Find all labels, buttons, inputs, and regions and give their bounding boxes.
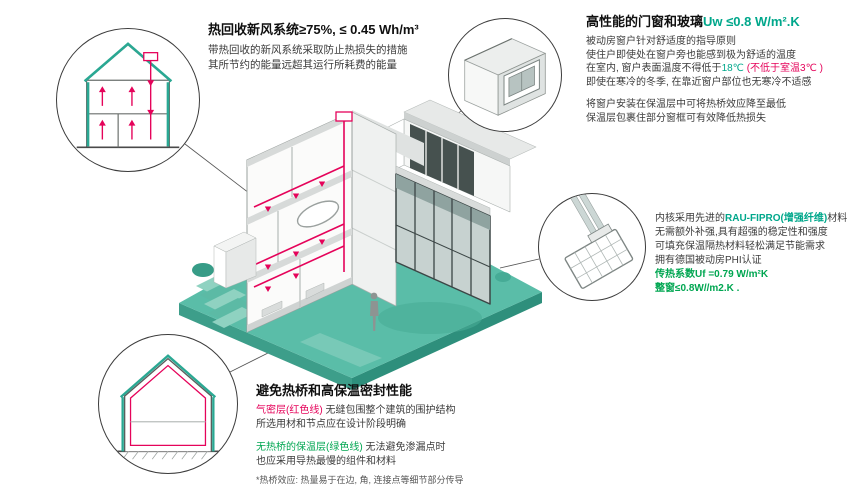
windows-body-line: 使住户即使处在窗户旁也能感到极为舒适的温度 xyxy=(586,49,796,61)
insulation-layer xyxy=(119,354,217,398)
thermal-footnote: *热桥效应: 热量易于在边, 角, 连接点等细节部分传导 xyxy=(256,475,464,486)
temperature-warning: (不低于室温3℃ ) xyxy=(743,63,823,75)
profile-body-line: 无需额外补强,具有超强的稳定性和强度 xyxy=(655,227,828,238)
profile-body-line: 可填充保温隔热材料轻松满足节能需求 xyxy=(655,241,825,252)
window-profile-detail-circle xyxy=(538,193,646,301)
bush-icon xyxy=(495,272,511,282)
ventilation-detail-circle xyxy=(56,28,200,172)
airtight-layer-label: 气密层(红色线) xyxy=(256,405,323,417)
ventilation-text: 热回收新风系统≥75%, ≤ 0.45 Wh/m³ 带热回收的新风系统采取防止热… xyxy=(208,22,568,73)
profile-body-line: 内核采用先进的RAU-FIPRO(增强纤维)材料 xyxy=(655,213,848,224)
material-brand: RAU-FIPRO(增强纤维) xyxy=(725,213,828,224)
profile-text: 内核采用先进的RAU-FIPRO(增强纤维)材料 无需额外补强,具有超强的稳定性… xyxy=(655,212,865,296)
ventilation-heading: 热回收新风系统≥75%, ≤ 0.45 Wh/m³ xyxy=(208,22,419,37)
terrace-shadow xyxy=(378,302,482,334)
foundation-hatch xyxy=(122,451,208,460)
ventilation-house-icon xyxy=(76,42,180,149)
windows-body-line: 被动房窗户针对舒适度的指导原则 xyxy=(586,36,736,48)
ventilation-ducts xyxy=(253,111,353,288)
windows-heading-value: Uw ≤0.8 W/m².K xyxy=(703,14,800,29)
ventilation-body-line: 其所节约的能量远超其运行所耗费的能量 xyxy=(208,58,397,71)
thermal-body-line: 所选用材和节点应在设计阶段明确 xyxy=(256,419,406,431)
thermal-heading: 避免热桥和高保温密封性能 xyxy=(256,383,413,398)
duct-arrows xyxy=(264,181,326,292)
airtight-layer xyxy=(129,364,207,447)
window-profile-icon xyxy=(556,194,634,289)
windows-body-line: 即使在寒冷的冬季, 在靠近窗户部位也无寒冷不适感 xyxy=(586,76,812,88)
thermal-bridge-detail-circle xyxy=(98,334,238,474)
windows-body-line: 保温层包裹住部分窗框可有效降低热损失 xyxy=(586,112,766,124)
uf-value-line: 传热系数Uf =0.79 W/m²K xyxy=(655,269,769,280)
ventilation-body-line: 带热回收的新风系统采取防止热损失的措施 xyxy=(208,44,408,57)
bathtub-icon xyxy=(296,200,340,228)
profile-body-line: 拥有德国被动房PHI认证 xyxy=(655,255,762,266)
person-figure xyxy=(370,292,379,331)
window-corner-icon xyxy=(463,38,547,116)
insulation-layer xyxy=(83,42,173,147)
furniture xyxy=(305,282,325,300)
insulation-layer-label: 无热桥的保温层(绿色线) xyxy=(256,442,363,454)
bush-icon xyxy=(192,263,214,277)
house-body xyxy=(351,99,537,307)
glass-facade xyxy=(395,165,491,305)
temperature-value: 18℃ xyxy=(721,63,744,75)
thermal-body-line: 也应采用导热最慢的组件和材料 xyxy=(256,456,396,468)
windows-body-line: 在室内, 窗户表面温度不得低于18℃ (不低于室温3℃ ) xyxy=(586,63,823,75)
thermal-text: 避免热桥和高保温密封性能 气密层(红色线) 无缝包围整个建筑的围护结构 所选用材… xyxy=(256,383,616,487)
thermal-body-line: 气密层(红色线) 无缝包围整个建筑的围护结构 xyxy=(256,405,456,417)
windows-heading-main: 高性能的门窗和玻璃 xyxy=(586,14,704,29)
windows-body-line: 将窗户安装在保温层中可将热桥效应降至最低 xyxy=(586,99,786,111)
furniture xyxy=(261,300,283,318)
garden-structure xyxy=(213,231,257,289)
airflow-arrows xyxy=(101,52,159,140)
windows-text: 高性能的门窗和玻璃Uw ≤0.8 W/m².K 被动房窗户针对舒适度的指导原则 … xyxy=(586,14,862,125)
thermal-house-icon xyxy=(112,354,224,460)
walkway xyxy=(300,333,382,367)
window-corner-detail-circle xyxy=(448,18,562,132)
uw-value-line: 整窗≤0.8W//m2.K . xyxy=(655,283,740,294)
windows-heading: 高性能的门窗和玻璃Uw ≤0.8 W/m².K xyxy=(586,14,862,30)
thermal-body-line: 无热桥的保温层(绿色线) 无法避免渗漏点时 xyxy=(256,442,446,454)
